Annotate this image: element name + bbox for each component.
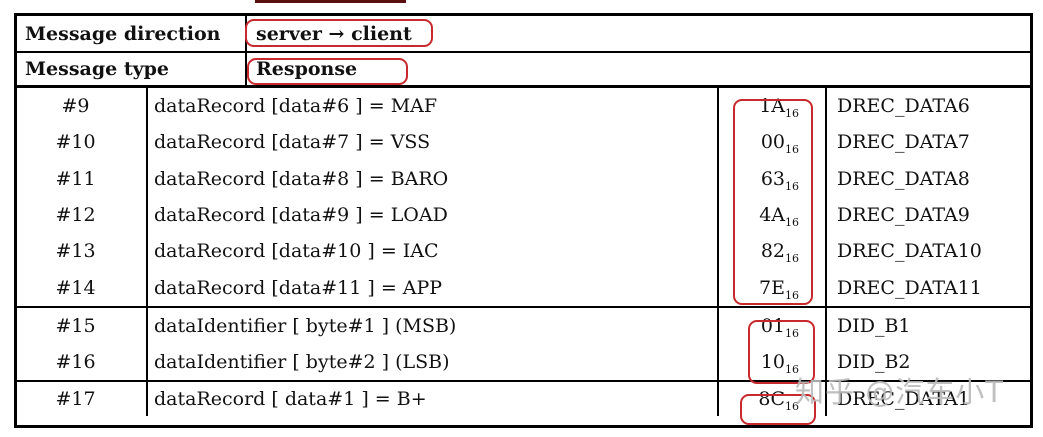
byte-number: #9 [17,88,148,125]
byte-description: dataRecord [data#11 ] = APP [148,269,719,306]
hex-value: 8C16 [758,388,799,413]
hex-value: 7E16 [759,276,799,302]
section-data-identifier: #15 dataIdentifier [ byte#1 ] (MSB) 0116… [17,308,1030,382]
table-row: #11 dataRecord [data#8 ] = BARO 6316 DRE… [17,160,1030,197]
mnemonic-label: DREC_DATA8 [837,167,970,190]
byte-number: #13 [17,233,148,270]
byte-number: #17 [17,382,148,416]
hex-value: 8216 [760,240,799,266]
mnemonic-label: DREC_DATA6 [837,95,970,118]
header-row-message-type: Message type Response [17,53,1030,88]
byte-description: dataIdentifier [ byte#2 ] (LSB) [148,344,719,380]
cropped-highlight-remnant [255,0,406,3]
message-direction-label: Message direction [17,16,247,51]
byte-description: dataRecord [data#8 ] = BARO [148,160,719,197]
header-row-message-direction: Message direction server → client [17,16,1030,53]
table-row: #13 dataRecord [data#10 ] = IAC 8216 DRE… [17,233,1030,270]
mnemonic-label: DREC_DATA1 [837,388,970,410]
hex-value: 1016 [760,351,799,376]
mnemonic-label: DREC_DATA10 [837,240,982,263]
mnemonic-label: DREC_DATA7 [837,131,970,154]
hex-value: 4A16 [759,204,799,229]
table-row: #15 dataIdentifier [ byte#1 ] (MSB) 0116… [17,308,1030,344]
message-type-value: Response [256,58,358,80]
byte-description: dataRecord [data#10 ] = IAC [148,233,719,270]
byte-description: dataRecord [data#7 ] = VSS [148,124,719,161]
message-direction-value: server → client [256,22,412,45]
byte-number: #10 [17,124,148,161]
section-data-records: #9 dataRecord [data#6 ] = MAF 1A16 DREC_… [17,88,1030,308]
hex-value: 6316 [760,167,799,193]
mnemonic-label: DID_B1 [837,315,911,337]
section-data-record-b-plus: #17 dataRecord [ data#1 ] = B+ 8C16 DREC… [17,382,1030,416]
table-row: #14 dataRecord [data#11 ] = APP 7E16 DRE… [17,269,1030,306]
hex-value: 0016 [760,131,799,157]
mnemonic-label: DID_B2 [837,351,911,373]
hex-value: 1A16 [759,95,799,120]
mnemonic-label: DREC_DATA9 [837,204,970,227]
table-row: #12 dataRecord [data#9 ] = LOAD 4A16 DRE… [17,196,1030,234]
table-row: #10 dataRecord [data#7 ] = VSS 0016 DREC… [17,124,1030,161]
table-row: #9 dataRecord [data#6 ] = MAF 1A16 DREC_… [17,88,1030,125]
byte-description: dataRecord [ data#1 ] = B+ [148,382,719,416]
byte-number: #12 [17,196,148,234]
table-row: #16 dataIdentifier [ byte#2 ] (LSB) 1016… [17,344,1030,380]
byte-number: #15 [17,308,148,344]
byte-number: #11 [17,160,148,197]
byte-description: dataIdentifier [ byte#1 ] (MSB) [148,308,719,344]
byte-number: #14 [17,269,148,306]
mnemonic-label: DREC_DATA11 [837,276,982,299]
uds-message-table: Message direction server → client Messag… [14,13,1033,428]
message-type-label: Message type [17,53,247,85]
byte-number: #16 [17,344,148,380]
hex-value: 0116 [760,315,799,340]
byte-description: dataRecord [data#6 ] = MAF [148,88,719,125]
byte-description: dataRecord [data#9 ] = LOAD [148,196,719,234]
table-row: #17 dataRecord [ data#1 ] = B+ 8C16 DREC… [17,382,1030,416]
